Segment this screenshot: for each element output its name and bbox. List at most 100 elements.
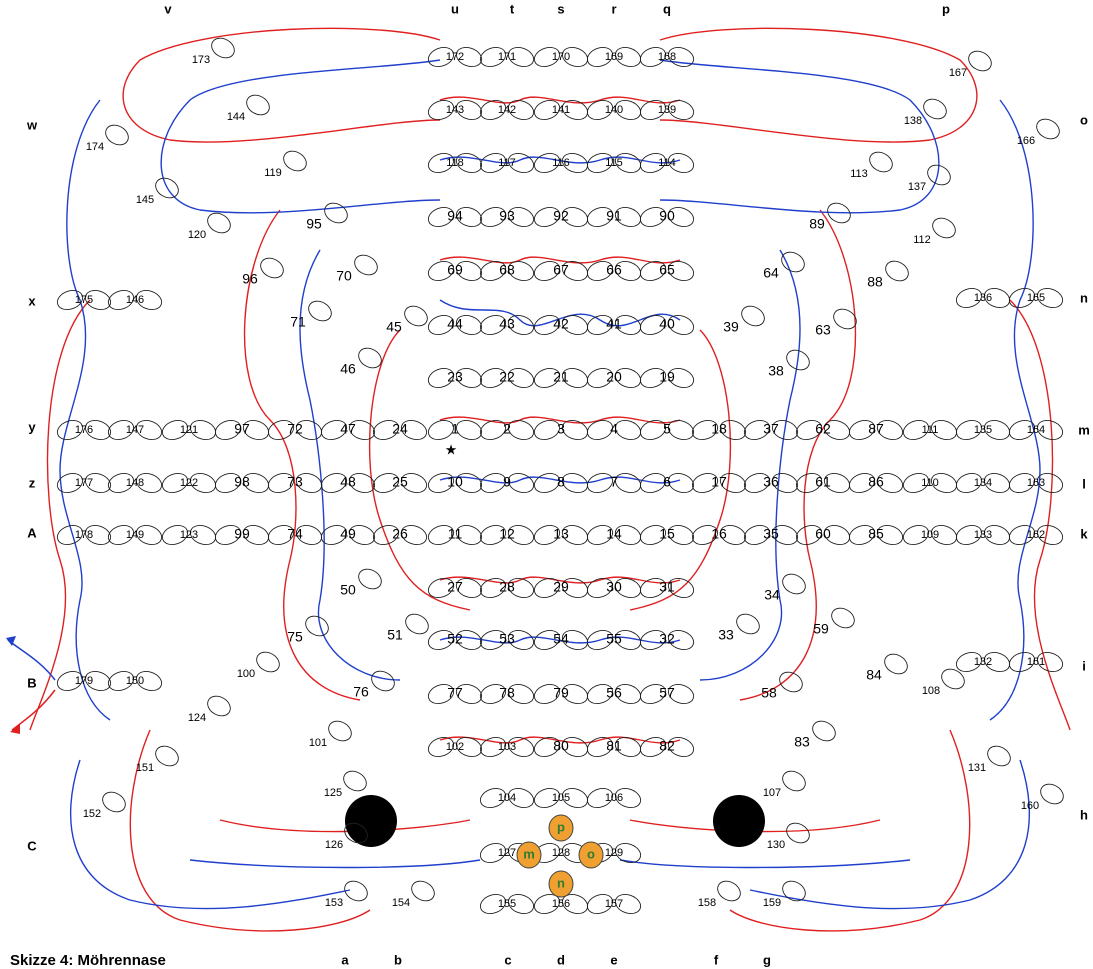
node-label: 128: [552, 847, 570, 859]
crossing-ring: [667, 206, 695, 228]
crossing-ring: [923, 98, 947, 120]
crossing-ring: [533, 314, 561, 336]
node-label: 22: [499, 369, 515, 385]
node-label: 177: [75, 477, 93, 489]
crossing-ring: [667, 314, 695, 336]
crossing-ring: [667, 260, 695, 282]
node-label: 175: [75, 294, 93, 306]
crossing-ring: [614, 206, 642, 228]
crossing-ring: [639, 629, 667, 651]
crossing-ring: [561, 577, 589, 599]
crossing-ring: [941, 668, 965, 690]
crossing-ring: [667, 577, 695, 599]
crossing-ring: [955, 651, 983, 673]
crossing-ring: [479, 842, 507, 864]
crossing-ring: [84, 419, 112, 441]
crossing-ring: [507, 46, 535, 68]
crossing-ring: [479, 46, 507, 68]
edge-label-top: s: [557, 1, 564, 16]
crossing-ring: [479, 472, 507, 494]
node-label: 153: [325, 897, 343, 909]
crossing-ring: [135, 419, 163, 441]
node-label: 24: [392, 421, 408, 437]
node-label: 4: [610, 421, 618, 437]
marker-circle: [578, 841, 604, 869]
crossing-ring: [371, 670, 395, 692]
crossing-ring: [667, 683, 695, 705]
crossing-ring: [533, 629, 561, 651]
node-label: 79: [553, 685, 569, 701]
crossing-ring: [533, 736, 561, 758]
crossing-ring: [561, 314, 589, 336]
crossing-ring: [691, 524, 719, 546]
crossing-ring: [479, 152, 507, 174]
node-label: 109: [921, 529, 939, 541]
node-label: 14: [606, 526, 622, 542]
right-nose-dot: [713, 795, 765, 847]
node-label: 164: [1027, 424, 1045, 436]
edge-label-bottom: a: [341, 952, 349, 967]
node-label: 122: [180, 477, 198, 489]
node-label: 73: [287, 474, 303, 490]
node-label: 117: [498, 157, 516, 169]
crossing-ring: [823, 419, 851, 441]
node-label: 144: [227, 111, 245, 123]
node-label: 156: [552, 898, 570, 910]
crossing-ring: [328, 720, 352, 742]
crossing-ring: [507, 683, 535, 705]
crossing-ring: [56, 289, 84, 311]
node-label: 46: [340, 361, 356, 377]
crossing-ring: [507, 736, 535, 758]
crossing-ring: [1036, 472, 1064, 494]
node-label: 51: [387, 627, 403, 643]
node-label: 26: [392, 526, 408, 542]
crossing-ring: [639, 152, 667, 174]
node-label: 166: [1017, 135, 1035, 147]
crossing-ring: [135, 524, 163, 546]
crossing-ring: [533, 367, 561, 389]
node-label: 72: [287, 421, 303, 437]
crossing-ring: [56, 524, 84, 546]
node-label: 78: [499, 685, 515, 701]
marker-label: n: [557, 875, 565, 890]
node-label: 91: [606, 208, 622, 224]
node-label: 68: [499, 262, 515, 278]
crossing-ring: [902, 419, 930, 441]
crossing-ring: [479, 314, 507, 336]
node-label: 97: [234, 421, 250, 437]
node-label: 162: [1027, 529, 1045, 541]
crossing-ring: [344, 880, 368, 902]
node-label: 125: [324, 787, 342, 799]
crossing-ring: [614, 524, 642, 546]
crossing-ring: [189, 419, 217, 441]
node-label: 87: [868, 421, 884, 437]
crossing-ring: [586, 206, 614, 228]
node-label: 50: [340, 582, 356, 598]
crossing-ring: [586, 629, 614, 651]
crossing-ring: [561, 367, 589, 389]
crossing-ring: [479, 893, 507, 915]
crossing-ring: [107, 524, 135, 546]
crossing-ring: [533, 893, 561, 915]
node-label: 38: [768, 363, 784, 379]
crossing-ring: [372, 524, 400, 546]
crossing-ring: [533, 419, 561, 441]
node-label: 63: [815, 322, 831, 338]
crossing-ring: [561, 46, 589, 68]
crossing-ring: [782, 770, 806, 792]
crossing-ring: [207, 695, 231, 717]
crossing-ring: [479, 787, 507, 809]
crossing-ring: [795, 419, 823, 441]
crossing-ring: [427, 314, 455, 336]
node-label: 115: [605, 157, 623, 169]
node-label: 5: [663, 421, 671, 437]
node-label: 83: [794, 734, 810, 750]
crossing-ring: [561, 472, 589, 494]
crossing-ring: [107, 670, 135, 692]
crossing-ring: [827, 202, 851, 224]
crossing-ring: [533, 577, 561, 599]
node-label: 16: [711, 526, 727, 542]
node-label: 74: [287, 526, 303, 542]
crossing-ring: [404, 305, 428, 327]
crossing-ring: [479, 99, 507, 121]
